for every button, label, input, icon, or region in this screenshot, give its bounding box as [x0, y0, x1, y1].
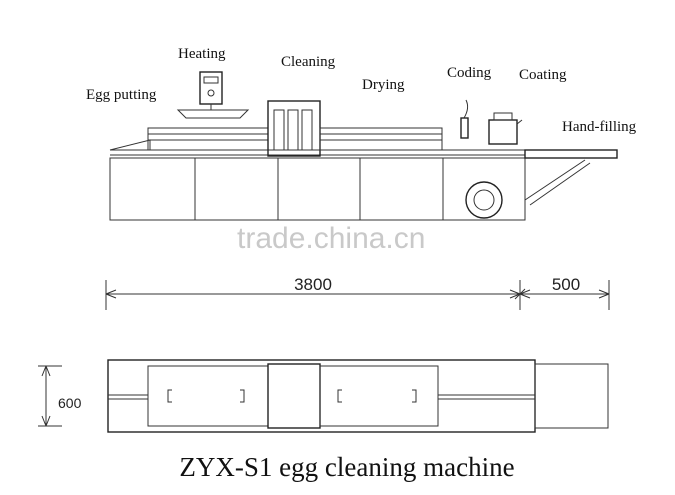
label-egg-putting: Egg putting: [86, 87, 157, 103]
arrow-head: [41, 415, 51, 427]
motor-wheel: [465, 181, 503, 219]
plan-cleaning-zone: [267, 363, 321, 429]
brush-slot: [287, 109, 299, 151]
coating-nozzle: [516, 119, 523, 125]
machine-frame: [109, 157, 526, 221]
heating-hood: [147, 127, 269, 151]
label-drying: Drying: [362, 77, 405, 93]
brush-slots: [273, 109, 313, 151]
dimension-500: 500: [552, 275, 580, 294]
label-coding: Coding: [447, 65, 492, 81]
table-support: [529, 162, 591, 206]
arrow-head: [41, 365, 51, 377]
arrow-head: [598, 289, 610, 299]
table-support: [524, 159, 586, 201]
arrow-head: [519, 289, 531, 299]
diagram-title: ZYX-S1 egg cleaning machine: [179, 452, 514, 482]
coder-cable: [463, 99, 469, 119]
plan-bracket: [167, 389, 172, 403]
arrow-head: [509, 289, 521, 299]
plan-bracket: [337, 389, 342, 403]
plan-drying-zone: [319, 365, 439, 427]
drying-hood: [319, 127, 443, 151]
feed-ramp: [109, 139, 151, 151]
label-hand-filling: Hand-filling: [562, 119, 637, 135]
controller-knob: [207, 89, 215, 97]
plan-bracket: [240, 389, 245, 403]
hand-filling-table: [524, 149, 618, 159]
dimension-3800: 3800: [294, 275, 332, 294]
brush-slot: [273, 109, 285, 151]
label-coating: Coating: [519, 67, 567, 83]
tick-mark: [514, 288, 526, 300]
plan-bracket: [412, 389, 417, 403]
width-dimension: [38, 365, 62, 427]
label-heating: Heating: [178, 46, 226, 62]
label-cleaning: Cleaning: [281, 54, 336, 70]
side-view: [109, 71, 618, 221]
brush-slot: [301, 109, 313, 151]
motor-hub: [473, 189, 495, 211]
plan-heating-zone: [147, 365, 269, 427]
controller-display: [203, 76, 219, 84]
plan-outline: [107, 359, 536, 433]
length-dimension: [105, 280, 610, 310]
coating-unit: [488, 119, 518, 145]
coating-cap: [493, 112, 513, 121]
coder-unit: [460, 117, 469, 139]
heater-plate: [176, 109, 250, 119]
plan-table: [534, 363, 609, 429]
dimension-600: 600: [58, 395, 82, 411]
plan-view: [107, 359, 609, 433]
watermark: trade.china.cn: [237, 222, 425, 255]
arrow-head: [105, 289, 117, 299]
